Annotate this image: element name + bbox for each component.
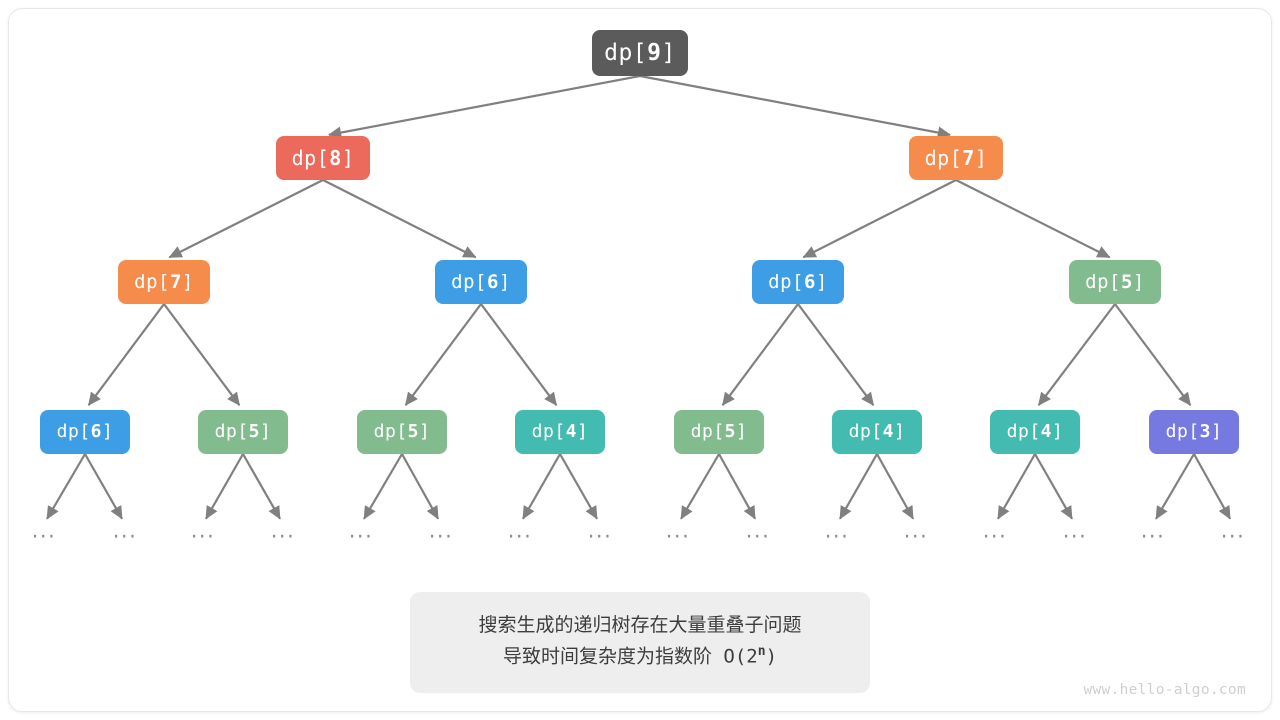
ellipsis-marker: ···	[348, 524, 374, 549]
tree-node-label: dp[5]	[690, 421, 748, 442]
tree-node-dp8-n1: dp[8]	[276, 136, 370, 180]
watermark: www.hello-algo.com	[1083, 682, 1246, 698]
caption-line-2: 导致时间复杂度为指数阶 O(2n)	[420, 641, 860, 673]
tree-node-dp7-n3: dp[7]	[118, 260, 210, 304]
caption-exponent: n	[757, 644, 766, 660]
caption-line-2-suffix: )	[765, 645, 778, 668]
ellipsis-marker: ···	[1062, 524, 1088, 549]
ellipsis-marker: ···	[824, 524, 850, 549]
tree-node-label: dp[4]	[848, 421, 906, 442]
ellipsis-marker: ···	[270, 524, 296, 549]
tree-node-label: dp[3]	[1165, 421, 1223, 442]
tree-node-label: dp[6]	[768, 270, 828, 293]
ellipsis-marker: ···	[665, 524, 691, 549]
tree-node-label: dp[4]	[531, 421, 589, 442]
tree-node-label: dp[4]	[1006, 421, 1064, 442]
tree-node-dp5-n9: dp[5]	[357, 410, 447, 454]
ellipsis-marker: ···	[745, 524, 771, 549]
ellipsis-marker: ···	[112, 524, 138, 549]
ellipsis-marker: ···	[1140, 524, 1166, 549]
caption-line-1: 搜索生成的递归树存在大量重叠子问题	[478, 614, 802, 636]
ellipsis-marker: ···	[982, 524, 1008, 549]
tree-node-dp9-n0: dp[9]	[592, 30, 688, 76]
tree-node-dp6-n7: dp[6]	[40, 410, 130, 454]
ellipsis-marker: ···	[190, 524, 216, 549]
ellipsis-marker: ···	[428, 524, 454, 549]
tree-node-dp4-n13: dp[4]	[990, 410, 1080, 454]
ellipsis-marker: ···	[31, 524, 57, 549]
ellipsis-marker: ···	[903, 524, 929, 549]
ellipsis-marker: ···	[507, 524, 533, 549]
tree-node-label: dp[7]	[924, 146, 988, 170]
tree-node-label: dp[5]	[1085, 270, 1145, 293]
tree-node-label: dp[6]	[56, 421, 114, 442]
tree-node-label: dp[5]	[373, 421, 431, 442]
tree-node-label: dp[5]	[214, 421, 272, 442]
tree-node-dp6-n5: dp[6]	[752, 260, 844, 304]
tree-node-label: dp[9]	[604, 39, 676, 66]
tree-node-dp7-n2: dp[7]	[909, 136, 1003, 180]
tree-node-dp4-n10: dp[4]	[515, 410, 605, 454]
tree-node-label: dp[6]	[451, 270, 511, 293]
tree-node-dp4-n12: dp[4]	[832, 410, 922, 454]
tree-node-label: dp[8]	[291, 146, 355, 170]
tree-node-label: dp[7]	[134, 270, 194, 293]
tree-node-dp5-n8: dp[5]	[198, 410, 288, 454]
tree-node-dp3-n14: dp[3]	[1149, 410, 1239, 454]
tree-node-dp5-n11: dp[5]	[674, 410, 764, 454]
tree-node-dp5-n6: dp[5]	[1069, 260, 1161, 304]
caption-line-2-prefix: 导致时间复杂度为指数阶 O(2	[502, 645, 758, 668]
tree-node-dp6-n4: dp[6]	[435, 260, 527, 304]
caption-box: 搜索生成的递归树存在大量重叠子问题 导致时间复杂度为指数阶 O(2n)	[410, 592, 870, 694]
ellipsis-marker: ···	[587, 524, 613, 549]
ellipsis-marker: ···	[1220, 524, 1246, 549]
